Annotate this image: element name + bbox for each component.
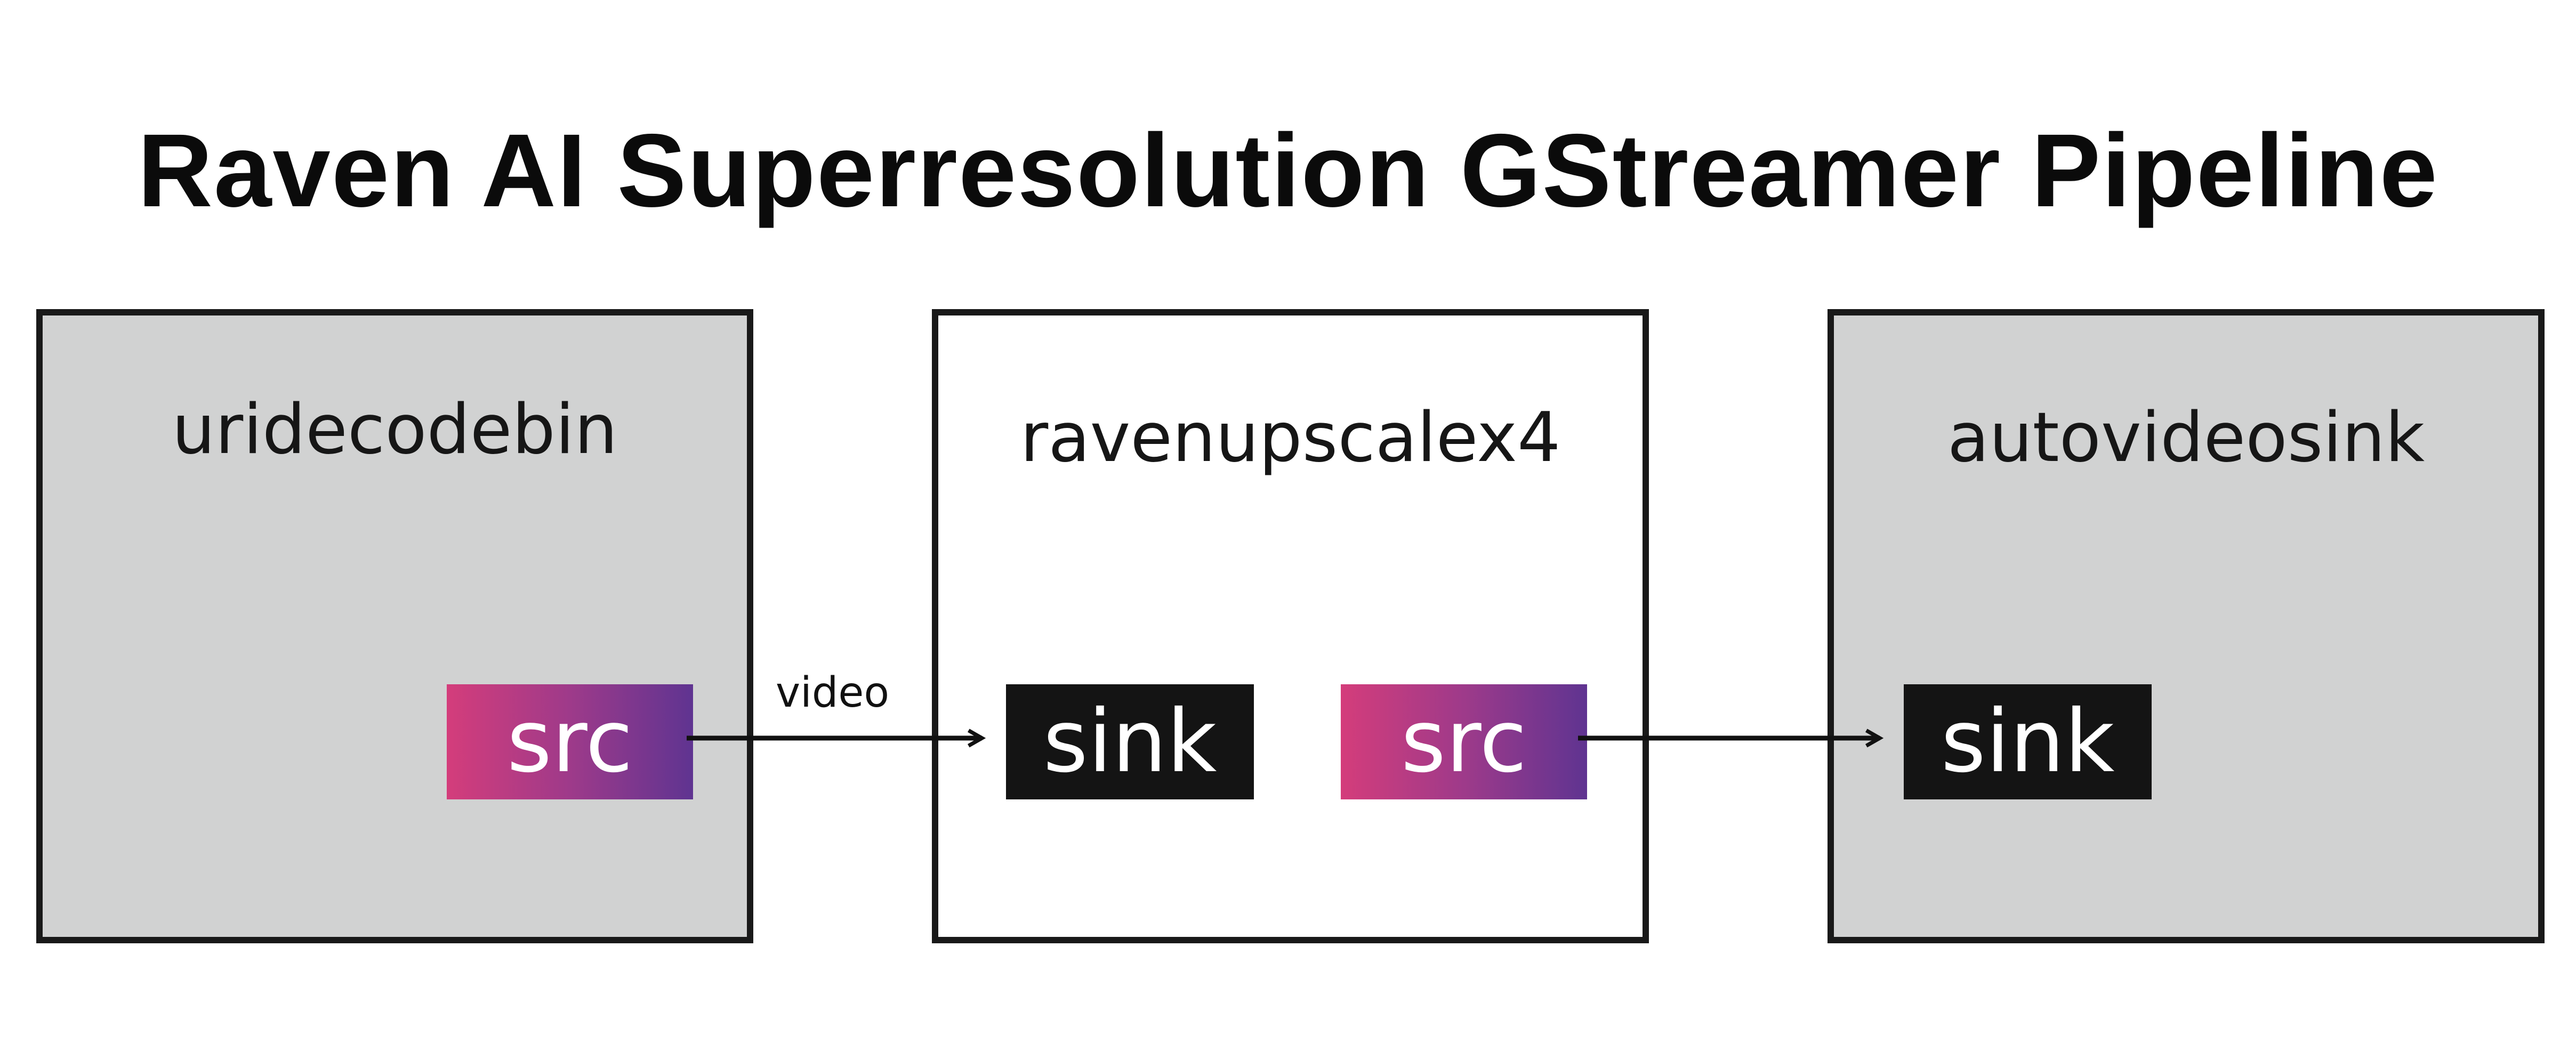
link-label-video: video: [776, 669, 890, 717]
element-ravenupscalex4: ravenupscalex4 sink src: [932, 309, 1649, 943]
element-autovideosink: autovideosink sink: [1828, 309, 2545, 943]
uridecodebin-src-pad: src: [447, 684, 693, 799]
autovideosink-sink-pad: sink: [1904, 684, 2152, 799]
diagram-title: Raven AI Superresolution GStreamer Pipel…: [138, 112, 2438, 229]
ravenupscalex4-sink-pad: sink: [1006, 684, 1254, 799]
element-label-autovideosink: autovideosink: [1947, 398, 2425, 478]
element-uridecodebin: uridecodebin src: [36, 309, 753, 943]
element-label-uridecodebin: uridecodebin: [172, 390, 618, 470]
element-label-ravenupscalex4: ravenupscalex4: [1020, 398, 1561, 478]
ravenupscalex4-src-pad: src: [1341, 684, 1587, 799]
